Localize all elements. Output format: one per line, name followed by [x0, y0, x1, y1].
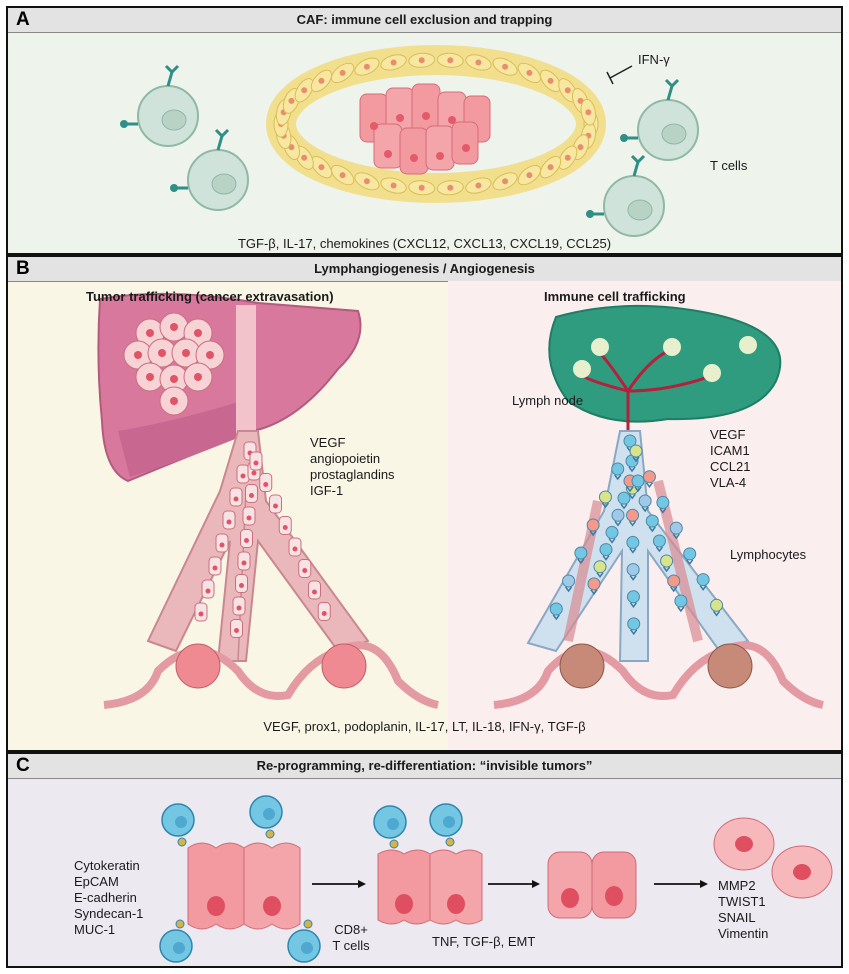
- epithelial-marker: EpCAM: [74, 874, 143, 890]
- vessel-cell: [238, 552, 250, 570]
- panel-a-header: A CAF: immune cell exclusion and trappin…: [8, 8, 841, 33]
- lymphocytes-label: Lymphocytes: [730, 547, 806, 563]
- right-factor: CCL21: [710, 459, 750, 475]
- t-cell: [620, 80, 698, 160]
- vessel-cell: [216, 534, 228, 552]
- vessel-cell: [270, 495, 282, 513]
- vessel-cell: [243, 507, 255, 525]
- vessel-cell: [260, 474, 272, 492]
- vessel-cell: [237, 465, 249, 483]
- vessel-cell: [202, 580, 214, 598]
- left-factor: prostaglandins: [310, 467, 395, 483]
- emt-factors-text: TNF, TGF-β, EMT: [432, 934, 535, 950]
- vessel-cell: [279, 517, 291, 535]
- epithelial-marker: Syndecan-1: [74, 906, 143, 922]
- epithelial-marker: MUC-1: [74, 922, 143, 938]
- mesenchymal-marker: MMP2: [718, 878, 768, 894]
- tumor-trafficking-heading: Tumor trafficking (cancer extravasation): [86, 289, 334, 305]
- cd8-t-cells-label: CD8+ T cells: [326, 922, 376, 954]
- trafficking-illustration: [8, 281, 841, 750]
- transitioning-cells-stage-3: [548, 852, 636, 918]
- ifn-gamma-label: IFN-γ: [638, 52, 670, 68]
- cd8-t-cell: [162, 804, 194, 846]
- vessel-cell: [231, 620, 243, 638]
- vessel-cell: [233, 597, 245, 615]
- panel-b: B Lymphangiogenesis / Angiogenesis: [6, 255, 843, 752]
- progression-arrows: [312, 880, 708, 888]
- cd8-t-cell: [160, 920, 192, 962]
- vessel-cell: [250, 452, 262, 470]
- vessel-cell: [236, 575, 248, 593]
- panel-c: C Re-programming, re-differentiation: “i…: [6, 752, 843, 968]
- vessel-cell: [195, 603, 207, 621]
- epithelial-cells-stage-1: [188, 843, 300, 929]
- right-factor: VEGF: [710, 427, 750, 443]
- vessel-cell: [318, 603, 330, 621]
- epithelial-marker-list: Cytokeratin EpCAM E-cadherin Syndecan-1 …: [74, 858, 143, 938]
- lymph-node-label: Lymph node: [512, 393, 583, 409]
- tumor-cell-cluster: [360, 84, 490, 174]
- cd8-t-cell: [430, 804, 462, 846]
- vessel-cell: [289, 538, 301, 556]
- t-cell: [120, 66, 198, 146]
- cd8-label-line: CD8+: [326, 922, 376, 938]
- epithelial-cells-stage-2: [378, 850, 482, 924]
- vessel-cell: [223, 511, 235, 529]
- tumor-cell: [160, 387, 188, 415]
- left-tissue-mounds: [104, 644, 438, 705]
- caf-factors-text: TGF-β, IL-17, chemokines (CXCL12, CXCL13…: [8, 236, 841, 252]
- cd8-label-line: T cells: [326, 938, 376, 954]
- t-cells-label: T cells: [710, 158, 747, 174]
- cd8-t-cell: [250, 796, 282, 838]
- vessel-cell: [230, 488, 242, 506]
- panel-b-header: B Lymphangiogenesis / Angiogenesis: [8, 257, 841, 282]
- mesenchymal-marker: TWIST1: [718, 894, 768, 910]
- mesenchymal-marker-list: MMP2 TWIST1 SNAIL Vimentin: [718, 878, 768, 942]
- ifn-inhibition-arrow: [607, 66, 632, 84]
- left-factor: IGF-1: [310, 483, 395, 499]
- tumor-cell: [160, 313, 188, 341]
- panel-a-title: CAF: immune cell exclusion and trapping: [8, 12, 841, 27]
- left-factor: angiopoietin: [310, 451, 395, 467]
- left-factor-list: VEGF angiopoietin prostaglandins IGF-1: [310, 435, 395, 499]
- vessel-cell: [299, 560, 311, 578]
- panel-c-title: Re-programming, re-differentiation: “inv…: [8, 758, 841, 773]
- t-cell: [586, 156, 664, 236]
- panel-b-title: Lymphangiogenesis / Angiogenesis: [8, 261, 841, 276]
- lymphangiogenesis-factors-text: VEGF, prox1, podoplanin, IL-17, LT, IL-1…: [8, 719, 841, 735]
- vessel-cell: [241, 530, 253, 548]
- caf-exclusion-illustration: [8, 32, 841, 253]
- epithelial-marker: E-cadherin: [74, 890, 143, 906]
- panel-c-header: C Re-programming, re-differentiation: “i…: [8, 754, 841, 779]
- mesenchymal-marker: Vimentin: [718, 926, 768, 942]
- epithelial-marker: Cytokeratin: [74, 858, 143, 874]
- mesenchymal-marker: SNAIL: [718, 910, 768, 926]
- left-factor: VEGF: [310, 435, 395, 451]
- vessel-cell: [209, 557, 221, 575]
- right-factor-list: VEGF ICAM1 CCL21 VLA-4: [710, 427, 750, 491]
- tumor-cell: [184, 363, 212, 391]
- cd8-t-cell: [374, 806, 406, 848]
- vessel-cell: [309, 581, 321, 599]
- right-factor: ICAM1: [710, 443, 750, 459]
- panel-a: A CAF: immune cell exclusion and trappin…: [6, 6, 843, 255]
- immune-trafficking-heading: Immune cell trafficking: [544, 289, 686, 305]
- vessel-cell: [246, 485, 258, 503]
- right-factor: VLA-4: [710, 475, 750, 491]
